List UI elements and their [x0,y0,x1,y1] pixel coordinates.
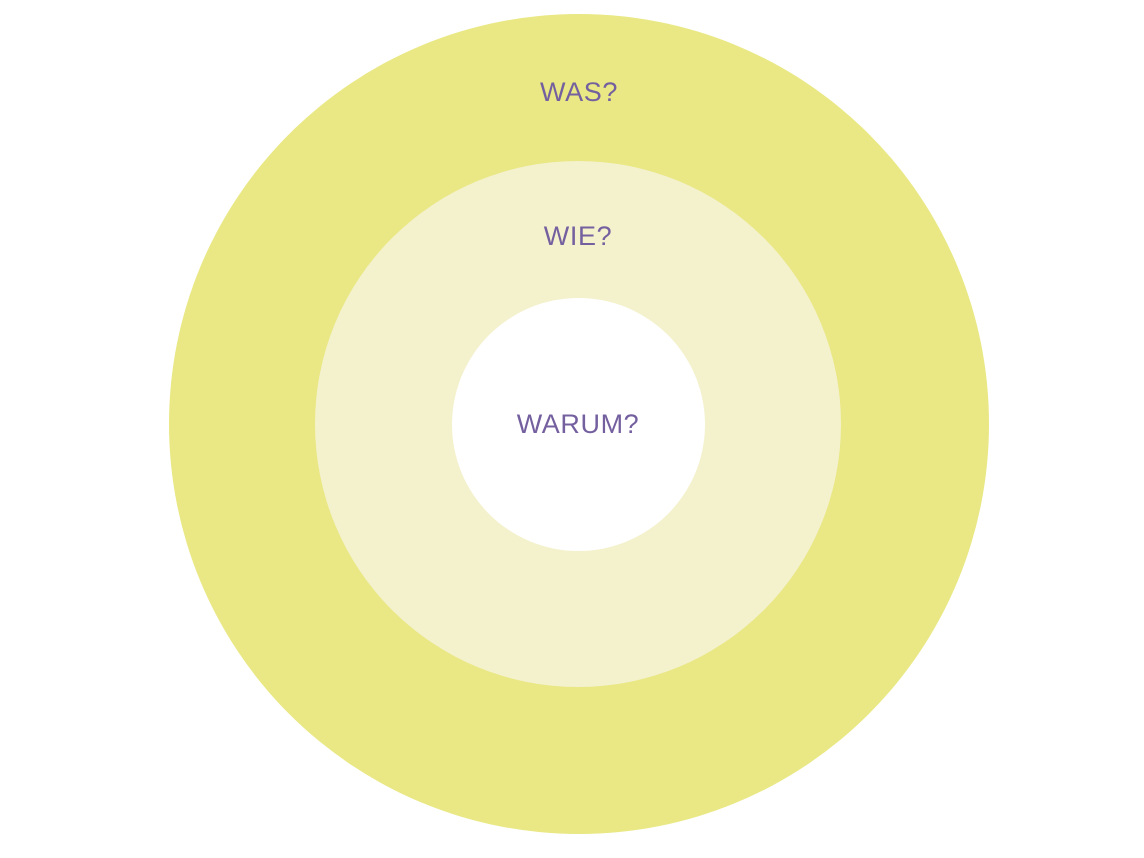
ring-inner-label: WARUM? [516,409,640,439]
ring-middle-wie[interactable]: WIE? [315,161,841,687]
ring-middle-label: WIE? [543,221,613,251]
ring-outer-label: WAS? [540,77,618,107]
ring-inner-warum[interactable]: WARUM? [451,297,705,551]
